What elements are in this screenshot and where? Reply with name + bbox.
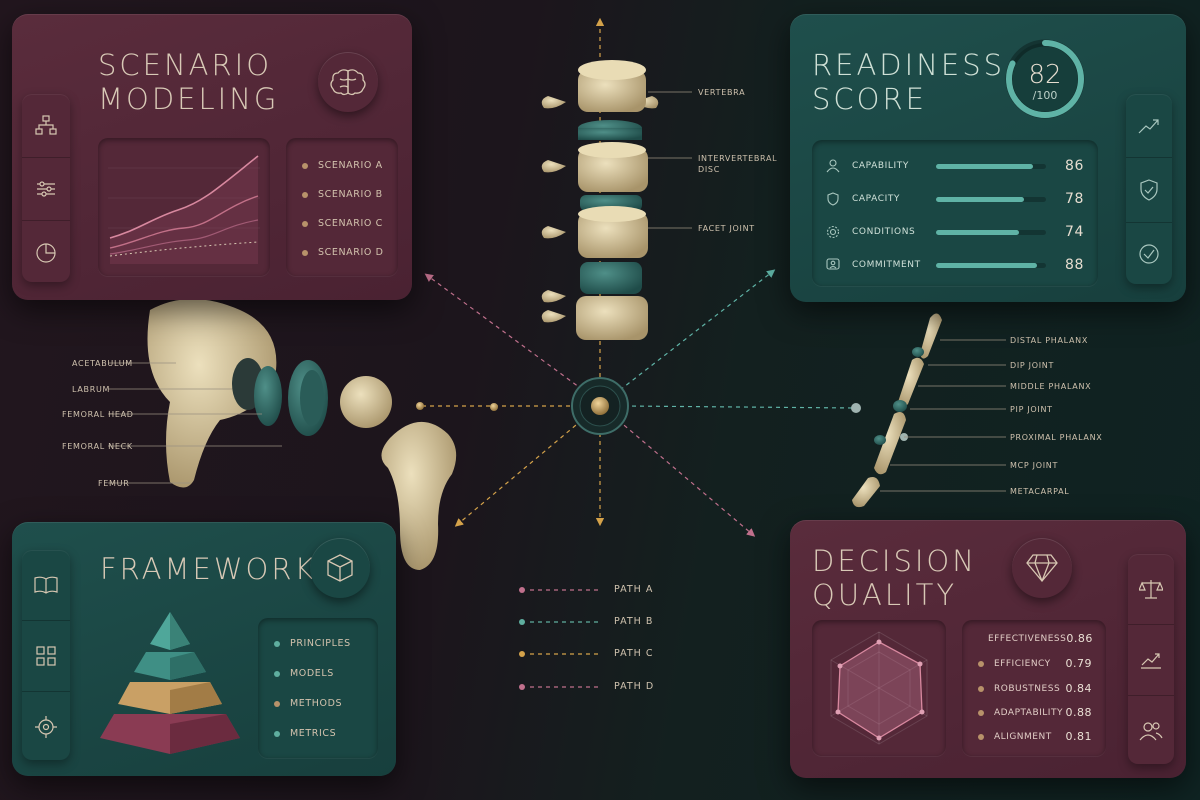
scenario-series-b bbox=[109, 195, 259, 249]
pie-chart-icon[interactable] bbox=[22, 221, 70, 284]
scenario-title: SCENARIO MODELING bbox=[98, 48, 280, 116]
readiness-side-toolbar bbox=[1126, 94, 1172, 284]
spoke-downleft bbox=[454, 419, 583, 527]
decision-radar-chart bbox=[812, 620, 946, 756]
target-icon[interactable] bbox=[22, 692, 70, 762]
readiness-score-total: /100 bbox=[1032, 89, 1058, 102]
spoke-downright bbox=[617, 419, 756, 537]
scenario-item-a[interactable]: SCENARIO A bbox=[302, 160, 383, 171]
framework-title: FRAMEWORK bbox=[100, 552, 317, 586]
framework-side-toolbar bbox=[22, 550, 70, 760]
shield-star-icon bbox=[827, 192, 839, 206]
hip-joint-illustration bbox=[147, 299, 457, 570]
readiness-title: READINESS SCORE bbox=[812, 48, 1006, 116]
decision-radar-shape bbox=[837, 641, 923, 739]
path-b-label: PATH B bbox=[614, 616, 654, 627]
brain-icon[interactable] bbox=[318, 52, 378, 112]
framework-item-principles[interactable]: PRINCIPLES bbox=[274, 638, 351, 649]
central-hub bbox=[571, 377, 629, 435]
chat-person-icon bbox=[826, 258, 840, 270]
hip-label-femur: FEMUR bbox=[98, 479, 130, 488]
finger-label-2: MIDDLE PHALANX bbox=[1010, 382, 1092, 391]
scenario-item-d[interactable]: SCENARIO D bbox=[302, 247, 384, 258]
sliders-icon[interactable] bbox=[22, 158, 70, 222]
framework-item-metrics[interactable]: METRICS bbox=[274, 728, 336, 739]
scenario-line-chart bbox=[98, 138, 270, 276]
scenario-item-c[interactable]: SCENARIO C bbox=[302, 218, 383, 229]
scenario-modeling-panel: SCENARIO MODELING SCENARIO A SCENARIO B … bbox=[12, 14, 412, 300]
scenario-series-c bbox=[109, 219, 259, 255]
spine-label-facet: FACET JOINT bbox=[698, 224, 755, 233]
decision-side-toolbar bbox=[1128, 554, 1174, 764]
trend-up-icon-2[interactable] bbox=[1128, 625, 1174, 696]
scenario-series-a bbox=[109, 155, 259, 239]
scenario-series-d bbox=[109, 241, 259, 257]
readiness-gauge: 82 /100 bbox=[1002, 36, 1088, 122]
gear-icon bbox=[826, 225, 840, 239]
hip-label-femoral-head: FEMORAL HEAD bbox=[62, 410, 134, 419]
framework-pyramid bbox=[90, 608, 250, 758]
framework-item-models[interactable]: MODELS bbox=[274, 668, 334, 679]
scenario-list: SCENARIO A SCENARIO B SCENARIO C SCENARI… bbox=[286, 138, 398, 276]
hip-label-femoral-neck: FEMORAL NECK bbox=[62, 442, 133, 451]
trend-up-icon[interactable] bbox=[1126, 94, 1172, 159]
hip-label-acetabulum: ACETABULUM bbox=[72, 359, 133, 368]
finger-label-3: PIP JOINT bbox=[1010, 405, 1053, 414]
decision-title: DECISION QUALITY bbox=[812, 544, 977, 612]
finger-label-1: DIP JOINT bbox=[1010, 361, 1055, 370]
shield-check-icon[interactable] bbox=[1126, 158, 1172, 223]
finger-label-6: METACARPAL bbox=[1010, 487, 1070, 496]
spine-label-disc: INTERVERTEBRAL DISC bbox=[698, 154, 778, 174]
diamond-icon[interactable] bbox=[1012, 538, 1072, 598]
check-circle-icon[interactable] bbox=[1126, 223, 1172, 286]
path-d-label: PATH D bbox=[614, 681, 655, 692]
people-icon[interactable] bbox=[1128, 696, 1174, 766]
framework-panel: FRAMEWORK PRINCIPLES MODELS METHODS METR… bbox=[12, 522, 396, 776]
finger-illustration bbox=[852, 313, 942, 508]
cube-icon[interactable] bbox=[310, 538, 370, 598]
finger-label-0: DISTAL PHALANX bbox=[1010, 336, 1089, 345]
path-a-label: PATH A bbox=[614, 584, 654, 595]
scales-icon[interactable] bbox=[1128, 554, 1174, 625]
book-icon[interactable] bbox=[22, 550, 70, 621]
org-chart-icon[interactable] bbox=[22, 94, 70, 158]
framework-item-methods[interactable]: METHODS bbox=[274, 698, 342, 709]
path-c-label: PATH C bbox=[614, 648, 654, 659]
scenario-item-b[interactable]: SCENARIO B bbox=[302, 189, 383, 200]
spoke-upleft bbox=[424, 273, 584, 391]
spoke-upright bbox=[619, 269, 776, 391]
scenario-side-toolbar bbox=[22, 94, 70, 282]
person-icon bbox=[826, 159, 840, 173]
framework-list: PRINCIPLES MODELS METHODS METRICS bbox=[258, 618, 378, 758]
hip-label-labrum: LABRUM bbox=[72, 385, 111, 394]
readiness-score-value: 82 bbox=[1028, 60, 1062, 90]
spine-label-vertebra: VERTEBRA bbox=[698, 88, 746, 97]
finger-label-5: MCP JOINT bbox=[1010, 461, 1059, 470]
finger-label-4: PROXIMAL PHALANX bbox=[1010, 433, 1103, 442]
spoke-right bbox=[623, 405, 857, 409]
spine-illustration bbox=[541, 60, 659, 340]
grid-icon[interactable] bbox=[22, 621, 70, 692]
